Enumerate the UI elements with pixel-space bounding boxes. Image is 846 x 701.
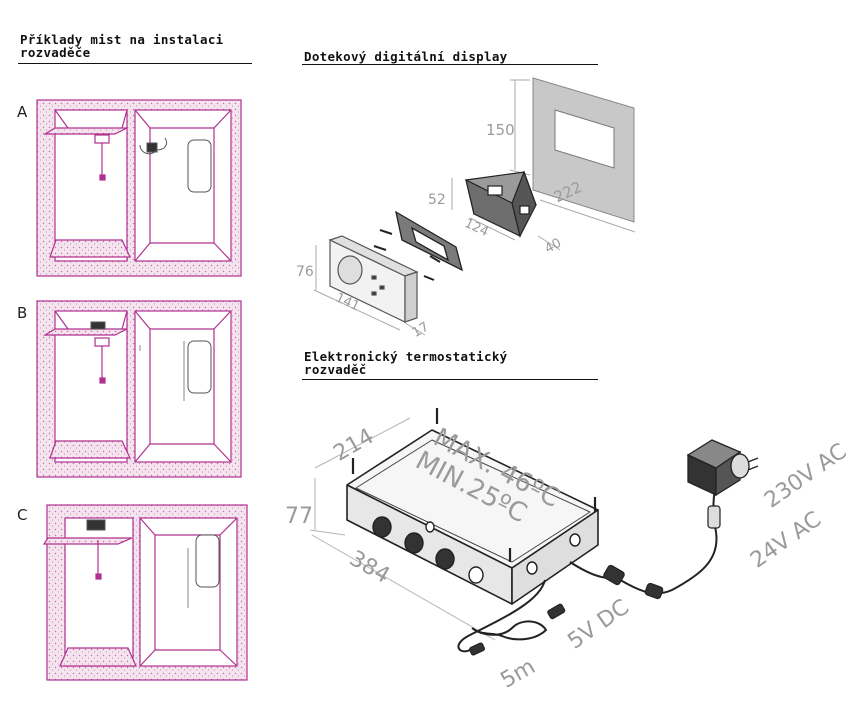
controller-dimension-lines	[309, 417, 496, 641]
box-depth-dim: 40	[542, 236, 564, 257]
controller-knobs	[372, 516, 581, 584]
example-letter-a: A	[17, 103, 28, 121]
booth-c	[42, 504, 248, 681]
screws-display	[373, 229, 441, 281]
coiled-sensor-cable	[471, 620, 548, 641]
supply-voltage-label: 24V AC	[746, 507, 826, 573]
sensor-voltage-label: 5V DC	[563, 595, 633, 655]
controller-length-dim: 384	[345, 546, 394, 589]
display-frame-window	[554, 109, 615, 169]
heater-c	[86, 519, 220, 608]
thermostat-title: Elektronický termostatický rozvaděč	[304, 350, 507, 376]
transformer	[686, 439, 759, 497]
thermostat-rule	[302, 379, 598, 380]
mounting-plate	[395, 210, 463, 272]
mains-voltage-label: 230V AC	[760, 439, 846, 513]
install-locations-title-line1: Příklady mist na instalaci	[20, 32, 224, 47]
install-locations-title-line2: rozvaděče	[20, 45, 91, 60]
heater-b	[90, 321, 212, 401]
cables	[457, 479, 718, 653]
example-letter-c: C	[17, 506, 28, 524]
front-depth-dim: 17	[410, 320, 432, 341]
install-locations-title: Příklady mist na instalaci rozvaděče	[20, 33, 223, 59]
touch-display-rule	[302, 64, 598, 65]
thermostat-title-line2: rozvaděč	[304, 362, 367, 377]
example-letter-b: B	[17, 304, 28, 322]
touch-display-title: Dotekový digitální display	[304, 49, 508, 64]
display-front	[328, 235, 419, 323]
thermostat-title-line1: Elektronický termostatický	[304, 349, 508, 364]
install-locations-rule	[18, 63, 252, 64]
front-height-dim: 76	[296, 264, 314, 280]
box-height-dim: 52	[428, 192, 446, 208]
frame-height-dim: 150	[486, 121, 515, 139]
cable-length-label: 5m	[497, 654, 540, 693]
heater-a	[139, 137, 212, 193]
mounting-box	[465, 170, 537, 238]
controller-height-dim: 77	[285, 504, 313, 529]
screws-controller	[351, 408, 597, 562]
connectors	[469, 505, 721, 656]
